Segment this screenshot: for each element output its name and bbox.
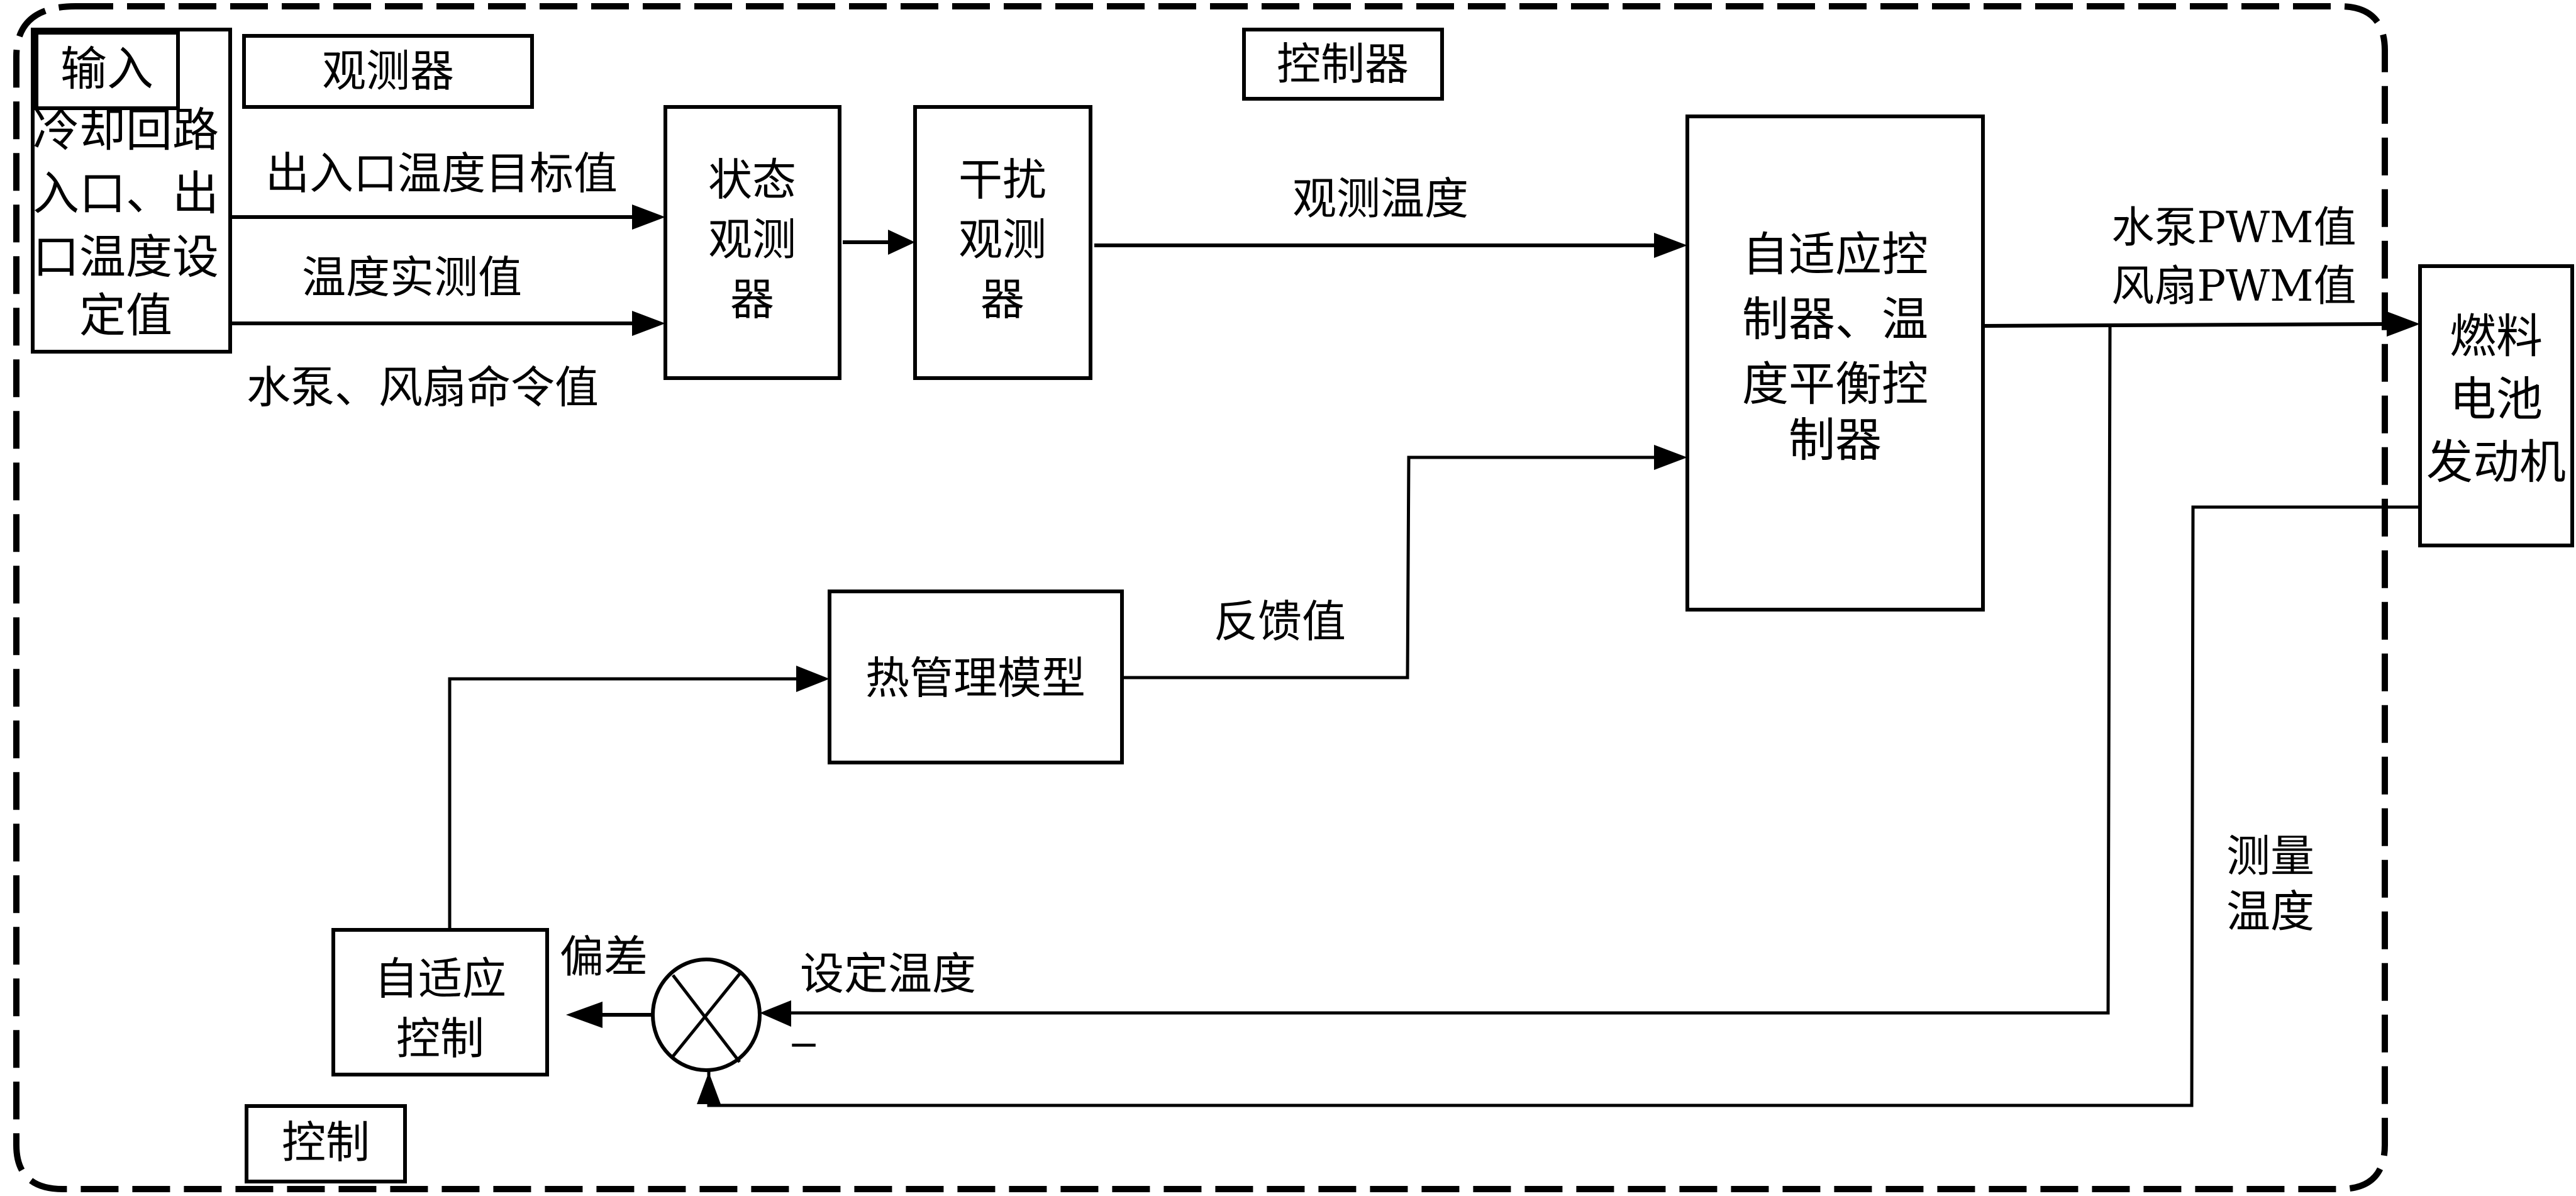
label-feedback: 反馈值 — [1214, 596, 1346, 647]
svg-text:输入: 输入 — [60, 42, 153, 96]
svg-text:热管理模型: 热管理模型 — [865, 652, 1085, 704]
svg-text:自适应控: 自适应控 — [1742, 228, 1928, 282]
section-label-observer: 观测器 — [242, 34, 534, 109]
system-boundary — [13, 3, 2388, 1192]
label-pump-pwm: 水泵PWM值 — [2111, 203, 2356, 253]
label-set-temp: 设定温度 — [800, 948, 976, 1000]
adaptive-controller-block[interactable]: 自适应控 制器、温 度平衡控 制器 — [1685, 115, 1985, 612]
svg-text:自适应: 自适应 — [374, 953, 506, 1005]
label-measured-temp-line1: 测量 — [2226, 830, 2314, 882]
arrow-feedback — [1654, 445, 1687, 470]
svg-text:控制: 控制 — [282, 1117, 370, 1168]
svg-text:度平衡控: 度平衡控 — [1742, 357, 1928, 411]
svg-text:控制: 控制 — [396, 1013, 484, 1065]
wire-feedback — [1122, 455, 1657, 679]
disturbance-observer-block[interactable]: 干扰 观测 器 — [913, 105, 1092, 380]
arrow-state-to-disturbance — [888, 230, 915, 255]
svg-text:冷却回路: 冷却回路 — [33, 103, 219, 157]
svg-text:控制器: 控制器 — [1277, 38, 1409, 90]
svg-text:观测: 观测 — [708, 214, 796, 265]
arrow-target-temp — [632, 204, 665, 230]
arrow-measured-temp — [697, 1072, 721, 1104]
svg-text:电池: 电池 — [2450, 372, 2543, 427]
label-measured-temp-line2: 温度 — [2226, 886, 2314, 937]
fuel-cell-engine-block[interactable]: 燃料 电池 发动机 — [2418, 264, 2574, 547]
svg-text:器: 器 — [730, 274, 774, 325]
label-target-temp: 出入口温度目标值 — [265, 148, 618, 199]
svg-text:燃料: 燃料 — [2450, 310, 2543, 364]
arrow-pwm-output — [2387, 311, 2420, 337]
label-minus-sign: − — [788, 1022, 819, 1066]
section-label-control: 控制 — [245, 1104, 407, 1183]
wire-set-temp — [764, 325, 2112, 1015]
arrow-deviation — [566, 1002, 602, 1028]
summing-junction — [651, 958, 762, 1072]
label-pump-fan-command: 水泵、风扇命令值 — [247, 362, 599, 413]
arrow-observed-temp — [1654, 233, 1687, 258]
svg-text:制器: 制器 — [1789, 413, 1882, 467]
svg-text:入口、出: 入口、出 — [33, 167, 219, 221]
adaptive-control-block[interactable]: 自适应 控制 — [331, 928, 549, 1076]
thermal-model-block[interactable]: 热管理模型 — [828, 590, 1124, 764]
svg-text:器: 器 — [980, 274, 1024, 325]
label-measured-temp-value: 温度实测值 — [302, 252, 522, 303]
arrow-control-to-model — [796, 666, 830, 692]
svg-text:干扰: 干扰 — [958, 154, 1046, 206]
svg-text:状态: 状态 — [708, 154, 796, 206]
svg-text:观测: 观测 — [958, 214, 1046, 265]
arrow-set-temp — [760, 1000, 791, 1027]
svg-text:定值: 定值 — [79, 289, 172, 343]
label-deviation: 偏差 — [560, 931, 648, 983]
input-setpoint-block: 冷却回路 入口、出 口温度设 定值 — [31, 28, 232, 354]
label-observed-temp: 观测温度 — [1292, 173, 1468, 225]
svg-text:观测器: 观测器 — [322, 45, 454, 97]
wire-pwm-output — [1982, 322, 2390, 328]
svg-text:发动机: 发动机 — [2426, 435, 2566, 489]
svg-text:制器、温: 制器、温 — [1742, 293, 1928, 347]
state-observer-block[interactable]: 状态 观测 器 — [663, 105, 841, 380]
section-label-input: 输入 — [35, 31, 180, 110]
wire-control-to-model — [448, 677, 800, 930]
arrow-measured-temp-value — [632, 311, 665, 336]
label-fan-pwm: 风扇PWM值 — [2111, 262, 2356, 311]
section-label-controller: 控制器 — [1242, 28, 1444, 101]
svg-text:口温度设: 口温度设 — [33, 230, 219, 284]
